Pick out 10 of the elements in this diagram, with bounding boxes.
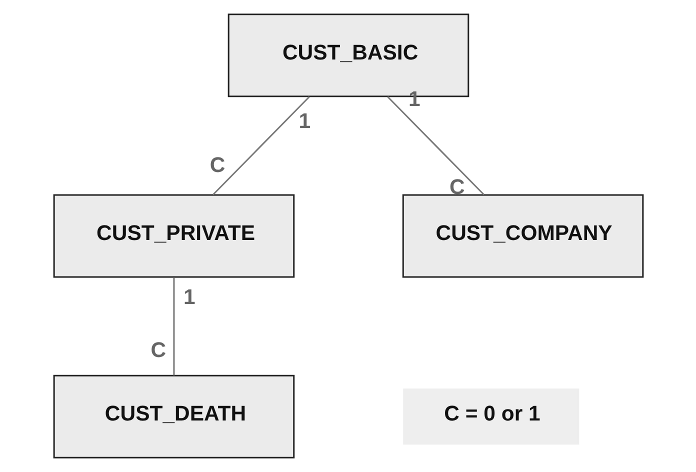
label: C	[150, 338, 166, 362]
node-box: CUST_DEATH	[52, 374, 294, 458]
connector	[212, 96, 310, 196]
node-box: CUST_COMPANY	[402, 194, 644, 278]
connector	[386, 96, 484, 196]
label: 1	[183, 284, 195, 309]
connector	[172, 277, 174, 376]
label: C	[209, 152, 225, 177]
label: 1	[298, 108, 310, 133]
node-box: CUST_PRIVATE	[52, 194, 294, 278]
